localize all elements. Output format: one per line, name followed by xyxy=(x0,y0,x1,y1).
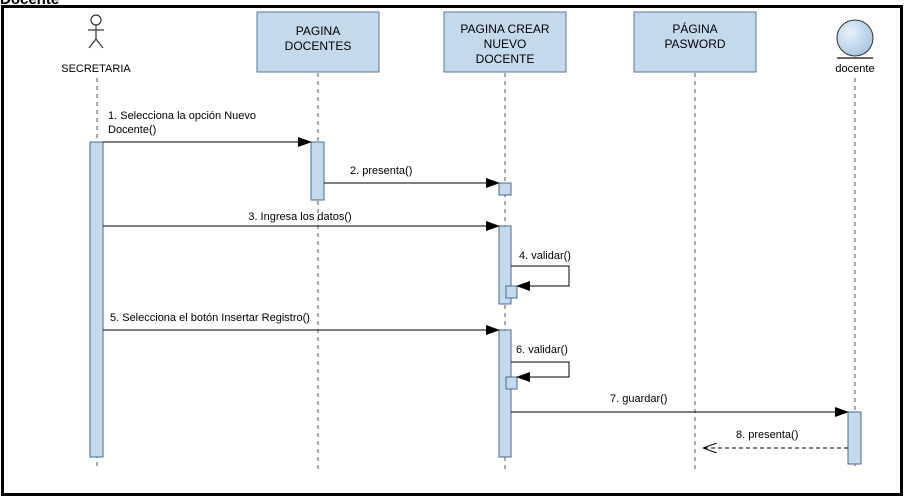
frame-border xyxy=(1,5,903,496)
message-label-line: 1. Selecciona la opción Nuevo xyxy=(108,110,256,122)
message-6: 6. validar() xyxy=(511,344,570,382)
participant-pagina-docentes: PAGINA DOCENTES xyxy=(256,11,380,73)
activation-secretaria xyxy=(89,141,104,458)
activation-crear-validar-1 xyxy=(505,285,518,299)
message-5: 5. Selecciona el botón Insertar Registro… xyxy=(103,312,500,335)
message-7: 7. guardar() xyxy=(511,393,849,417)
participant-label-line: PAGINA xyxy=(296,24,340,38)
message-label-line: 6. validar() xyxy=(516,344,568,356)
participant-label-line: PAGINA CREAR xyxy=(460,22,549,36)
frame-title: Docente xyxy=(0,0,59,8)
activation-crear-validar-2 xyxy=(505,376,518,390)
activation-docente xyxy=(847,411,862,465)
message-2: 2. presenta() xyxy=(324,165,500,188)
message-3: 3. Ingresa los datos() xyxy=(103,211,500,231)
actor-stick-figure-icon xyxy=(88,14,104,49)
participant-docente: docente xyxy=(835,19,875,75)
participant-label-line: DOCENTE xyxy=(476,52,535,66)
activation-pagina-docentes xyxy=(310,141,325,201)
participant-secretaria: SECRETARIA xyxy=(61,14,131,75)
entity-circle-icon xyxy=(836,19,874,59)
message-4: 4. validar() xyxy=(511,250,571,291)
message-label-line: 3. Ingresa los datos() xyxy=(248,211,351,223)
participant-box xyxy=(443,11,567,73)
participant-box xyxy=(633,11,757,73)
message-arrow xyxy=(511,265,570,291)
message-1: 1. Selecciona la opción Nuevo Docente() xyxy=(103,110,312,147)
participant-label-line: DOCENTES xyxy=(285,39,352,53)
message-label-line: 2. presenta() xyxy=(350,165,412,177)
participant-label: docente xyxy=(835,63,874,75)
message-label-line: Docente() xyxy=(108,124,156,136)
activation-crear-presenta xyxy=(498,182,512,196)
participant-label-line: PASWORD xyxy=(664,37,725,51)
participant-pagina-crear-nuevo-docente: PAGINA CREAR NUEVO DOCENTE xyxy=(443,11,567,73)
participant-label-line: PÁGINA xyxy=(672,21,717,36)
message-arrow xyxy=(511,361,570,382)
message-label-line: 7. guardar() xyxy=(610,393,667,405)
message-label-line: 4. validar() xyxy=(519,250,571,262)
message-8: 8. presenta() xyxy=(704,429,848,448)
message-label-line: 5. Selecciona el botón Insertar Registro… xyxy=(110,312,310,324)
message-label-line: 8. presenta() xyxy=(736,429,798,441)
participant-pagina-pasword: PÁGINA PASWORD xyxy=(633,11,757,73)
activation-crear-datos xyxy=(498,225,512,305)
participant-box xyxy=(256,11,380,73)
participant-label: SECRETARIA xyxy=(61,63,131,75)
participant-label-line: NUEVO xyxy=(484,37,527,51)
activation-crear-registro xyxy=(498,329,512,458)
